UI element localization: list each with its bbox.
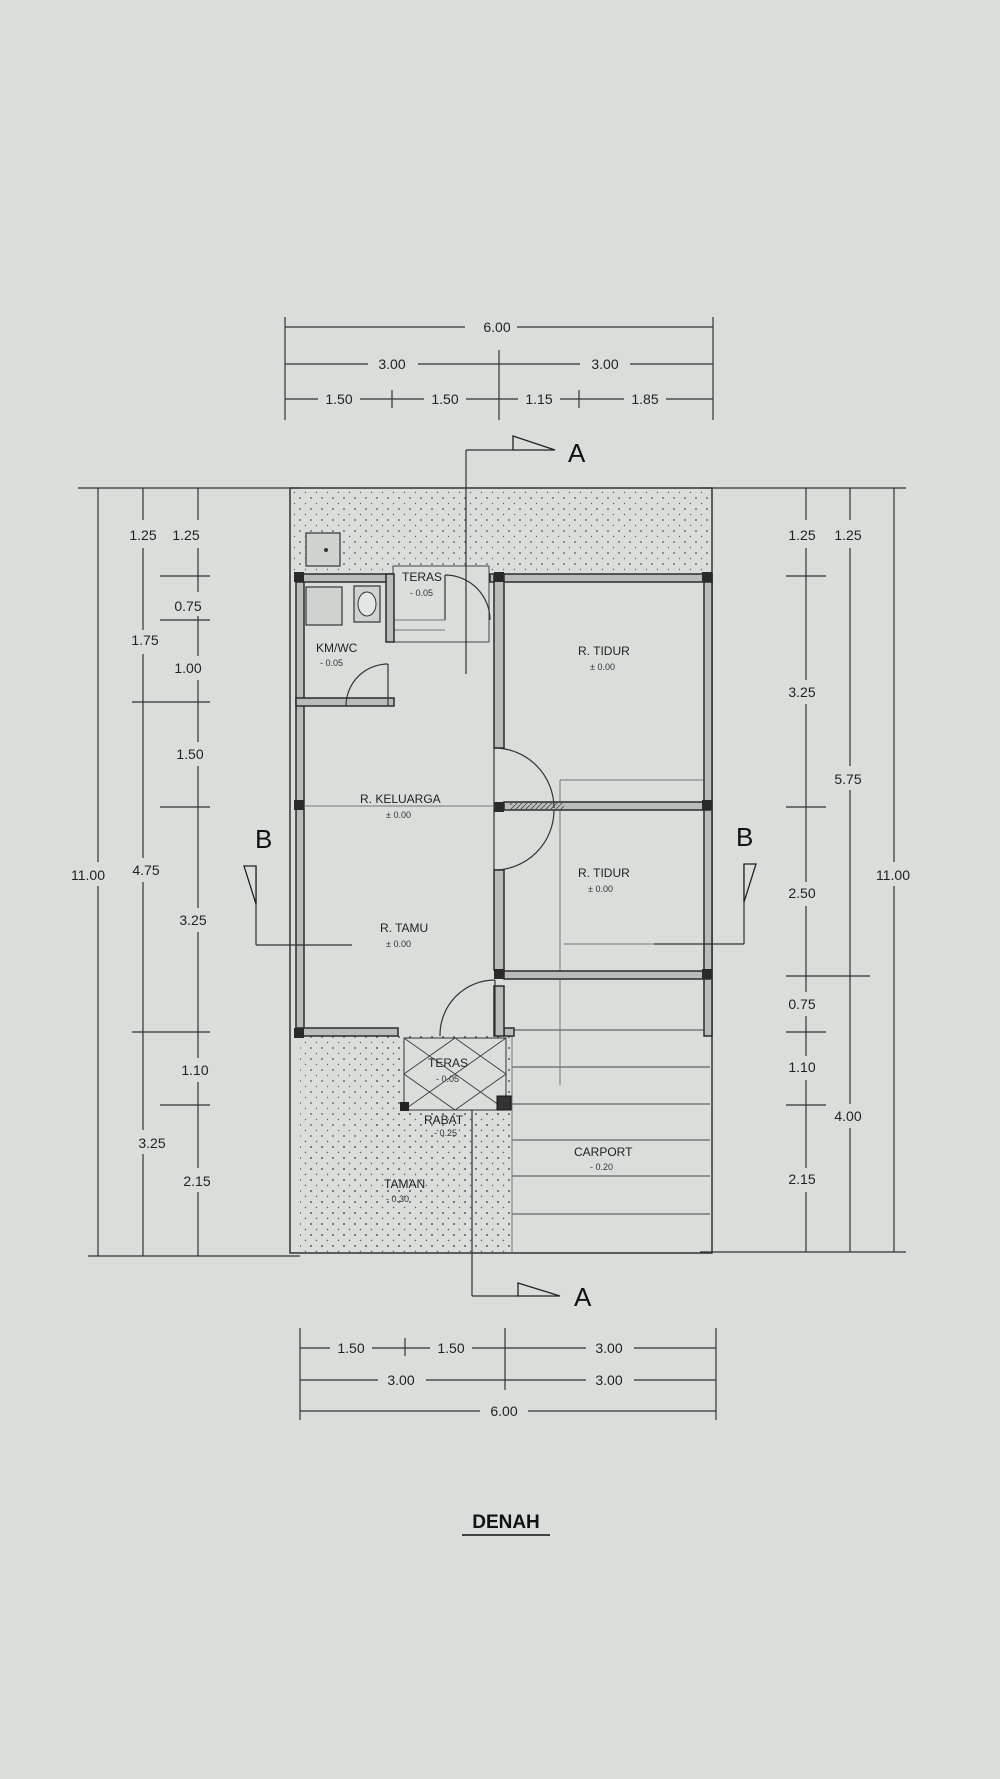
dim-top-left: 3.00 — [378, 356, 405, 372]
dim-left-f: 1.50 — [176, 746, 203, 762]
left-dimensions: 1.25 1.25 0.75 1.75 1.00 1.50 11.00 4.75… — [64, 487, 300, 1257]
dim-right-total: 11.00 — [876, 867, 910, 883]
dim-right-d: 5.75 — [834, 771, 861, 787]
room-kmwc-name: KM/WC — [316, 641, 358, 655]
room-rabat-name: RABAT — [424, 1113, 464, 1127]
room-tamu-name: R. TAMU — [380, 921, 428, 935]
bottom-dimensions: 1.50 1.50 3.00 3.00 3.00 6.00 — [299, 1328, 717, 1420]
dim-left-b: 1.25 — [172, 527, 199, 543]
dim-right-b: 1.25 — [834, 527, 861, 543]
dim-left-g: 3.25 — [179, 912, 206, 928]
section-mark-a-top: A — [568, 438, 586, 468]
section-mark-b-left: B — [255, 824, 272, 854]
dim-top-total: 6.00 — [483, 319, 510, 335]
room-keluarga-name: R. KELUARGA — [360, 792, 441, 806]
dim-top-s4: 1.85 — [631, 391, 658, 407]
section-mark-b-right: B — [736, 822, 753, 852]
room-tidur1-level: ± 0.00 — [590, 662, 615, 672]
dim-left-c: 0.75 — [174, 598, 201, 614]
dim-right-i: 4.00 — [834, 1108, 861, 1124]
room-teras-top-name: TERAS — [402, 570, 442, 584]
room-teras-bottom-name: TERAS — [428, 1056, 468, 1070]
room-tidur1-name: R. TIDUR — [578, 644, 630, 658]
dim-right-h: 1.10 — [788, 1059, 815, 1075]
dim-left-mid: 4.75 — [132, 862, 159, 878]
top-dimensions: 6.00 3.00 3.00 1.50 1.50 1.15 1.85 — [284, 317, 714, 420]
section-mark-a-bottom: A — [574, 1282, 592, 1312]
drawing-title: DENAH — [472, 1512, 540, 1533]
dim-left-e: 1.00 — [174, 660, 201, 676]
dim-left-low: 3.25 — [138, 1135, 165, 1151]
room-teras-bottom-level: - 0.05 — [436, 1074, 459, 1084]
dim-left-i: 2.15 — [183, 1173, 210, 1189]
room-tamu-level: ± 0.00 — [386, 939, 411, 949]
dim-bottom-right: 3.00 — [595, 1372, 622, 1388]
dim-top-s3: 1.15 — [525, 391, 552, 407]
dim-top-s1: 1.50 — [325, 391, 352, 407]
dim-left-total: 11.00 — [71, 867, 105, 883]
room-taman-level: - 0.30 — [386, 1194, 409, 1204]
dim-bottom-s1: 1.50 — [337, 1340, 364, 1356]
dim-right-e: 2.50 — [788, 885, 815, 901]
dim-right-g: 0.75 — [788, 996, 815, 1012]
plan-body — [243, 435, 757, 1297]
dim-left-h: 1.10 — [181, 1062, 208, 1078]
dim-right-c: 3.25 — [788, 684, 815, 700]
dim-bottom-s2: 1.50 — [437, 1340, 464, 1356]
dim-left-d: 1.75 — [131, 632, 158, 648]
room-tidur2-level: ± 0.00 — [588, 884, 613, 894]
dim-right-j: 2.15 — [788, 1171, 815, 1187]
room-carport-name: CARPORT — [574, 1145, 633, 1159]
dim-top-s2: 1.50 — [431, 391, 458, 407]
dim-top-right: 3.00 — [591, 356, 618, 372]
right-dimensions: 1.25 1.25 3.25 5.75 2.50 11.00 0.75 1.10… — [700, 487, 914, 1253]
dim-bottom-left: 3.00 — [387, 1372, 414, 1388]
room-carport-level: - 0.20 — [590, 1162, 613, 1172]
dim-left-a: 1.25 — [129, 527, 156, 543]
room-rabat-level: - 0.25 — [434, 1128, 457, 1138]
room-tidur2-name: R. TIDUR — [578, 866, 630, 880]
room-teras-top-level: - 0.05 — [410, 588, 433, 598]
room-kmwc-level: - 0.05 — [320, 658, 343, 668]
room-taman-name: TAMAN — [384, 1177, 425, 1191]
dim-right-a: 1.25 — [788, 527, 815, 543]
dim-bottom-s3: 3.00 — [595, 1340, 622, 1356]
dim-bottom-total: 6.00 — [490, 1403, 517, 1419]
room-keluarga-level: ± 0.00 — [386, 810, 411, 820]
